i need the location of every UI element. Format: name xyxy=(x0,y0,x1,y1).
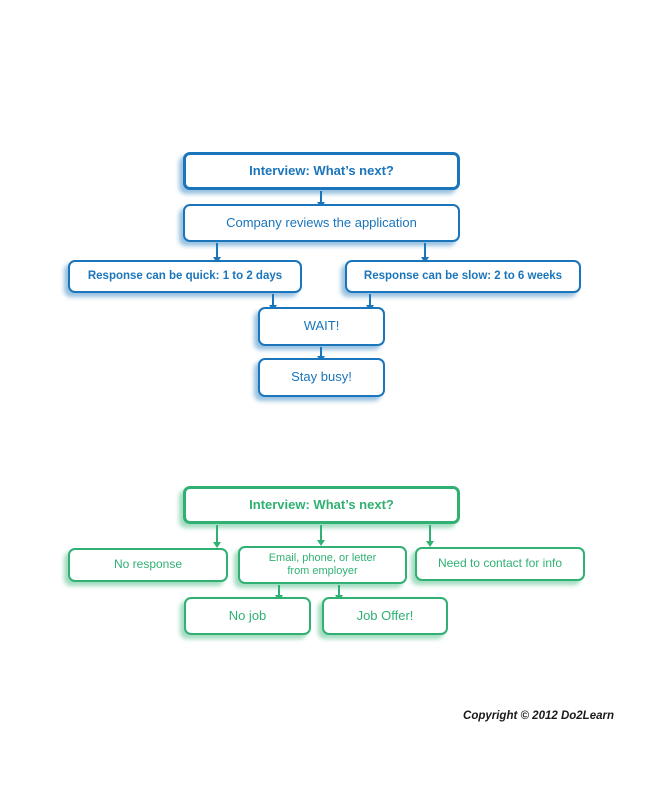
connector-arrow-down-icon xyxy=(278,585,280,596)
node-label: Response can be slow: 2 to 6 weeks xyxy=(363,269,563,282)
copyright-text: Copyright © 2012 Do2Learn xyxy=(463,710,614,722)
node-label: Response can be quick: 1 to 2 days xyxy=(87,269,283,282)
connector-arrow-down-icon xyxy=(429,525,431,542)
node-interview-title-green: Interview: What’s next? xyxy=(183,486,460,524)
node-company-reviews: Company reviews the application xyxy=(183,204,460,242)
node-interview-title-blue: Interview: What’s next? xyxy=(183,152,460,190)
connector-arrow-down-icon xyxy=(320,347,322,357)
node-label: Job Offer! xyxy=(356,607,414,623)
node-response-quick: Response can be quick: 1 to 2 days xyxy=(68,260,302,293)
node-label: Need to contact for info xyxy=(437,556,563,571)
node-label: Interview: What’s next? xyxy=(249,496,394,512)
connector-arrow-down-icon xyxy=(272,294,274,306)
node-label: Stay busy! xyxy=(291,369,352,385)
node-email-phone-letter: Email, phone, or letter from employer xyxy=(238,546,407,584)
node-wait: WAIT! xyxy=(258,307,385,346)
node-response-slow: Response can be slow: 2 to 6 weeks xyxy=(345,260,581,293)
node-label: No response xyxy=(113,557,183,572)
connector-arrow-down-icon xyxy=(216,525,218,543)
node-job-offer: Job Offer! xyxy=(322,597,448,635)
connector-arrow-down-icon xyxy=(320,525,322,541)
node-stay-busy: Stay busy! xyxy=(258,358,385,397)
node-no-job: No job xyxy=(184,597,311,635)
node-label: WAIT! xyxy=(303,318,340,334)
node-label: Email, phone, or letter from employer xyxy=(268,552,377,577)
connector-arrow-down-icon xyxy=(424,243,426,258)
connector-arrow-down-icon xyxy=(338,585,340,596)
node-label: No job xyxy=(228,607,267,623)
connector-arrow-down-icon xyxy=(369,294,371,306)
node-no-response: No response xyxy=(68,548,228,582)
connector-arrow-down-icon xyxy=(320,191,322,203)
node-need-to-contact: Need to contact for info xyxy=(415,547,585,581)
node-label: Interview: What’s next? xyxy=(249,162,394,178)
node-label: Company reviews the application xyxy=(226,214,417,230)
connector-arrow-down-icon xyxy=(216,243,218,258)
